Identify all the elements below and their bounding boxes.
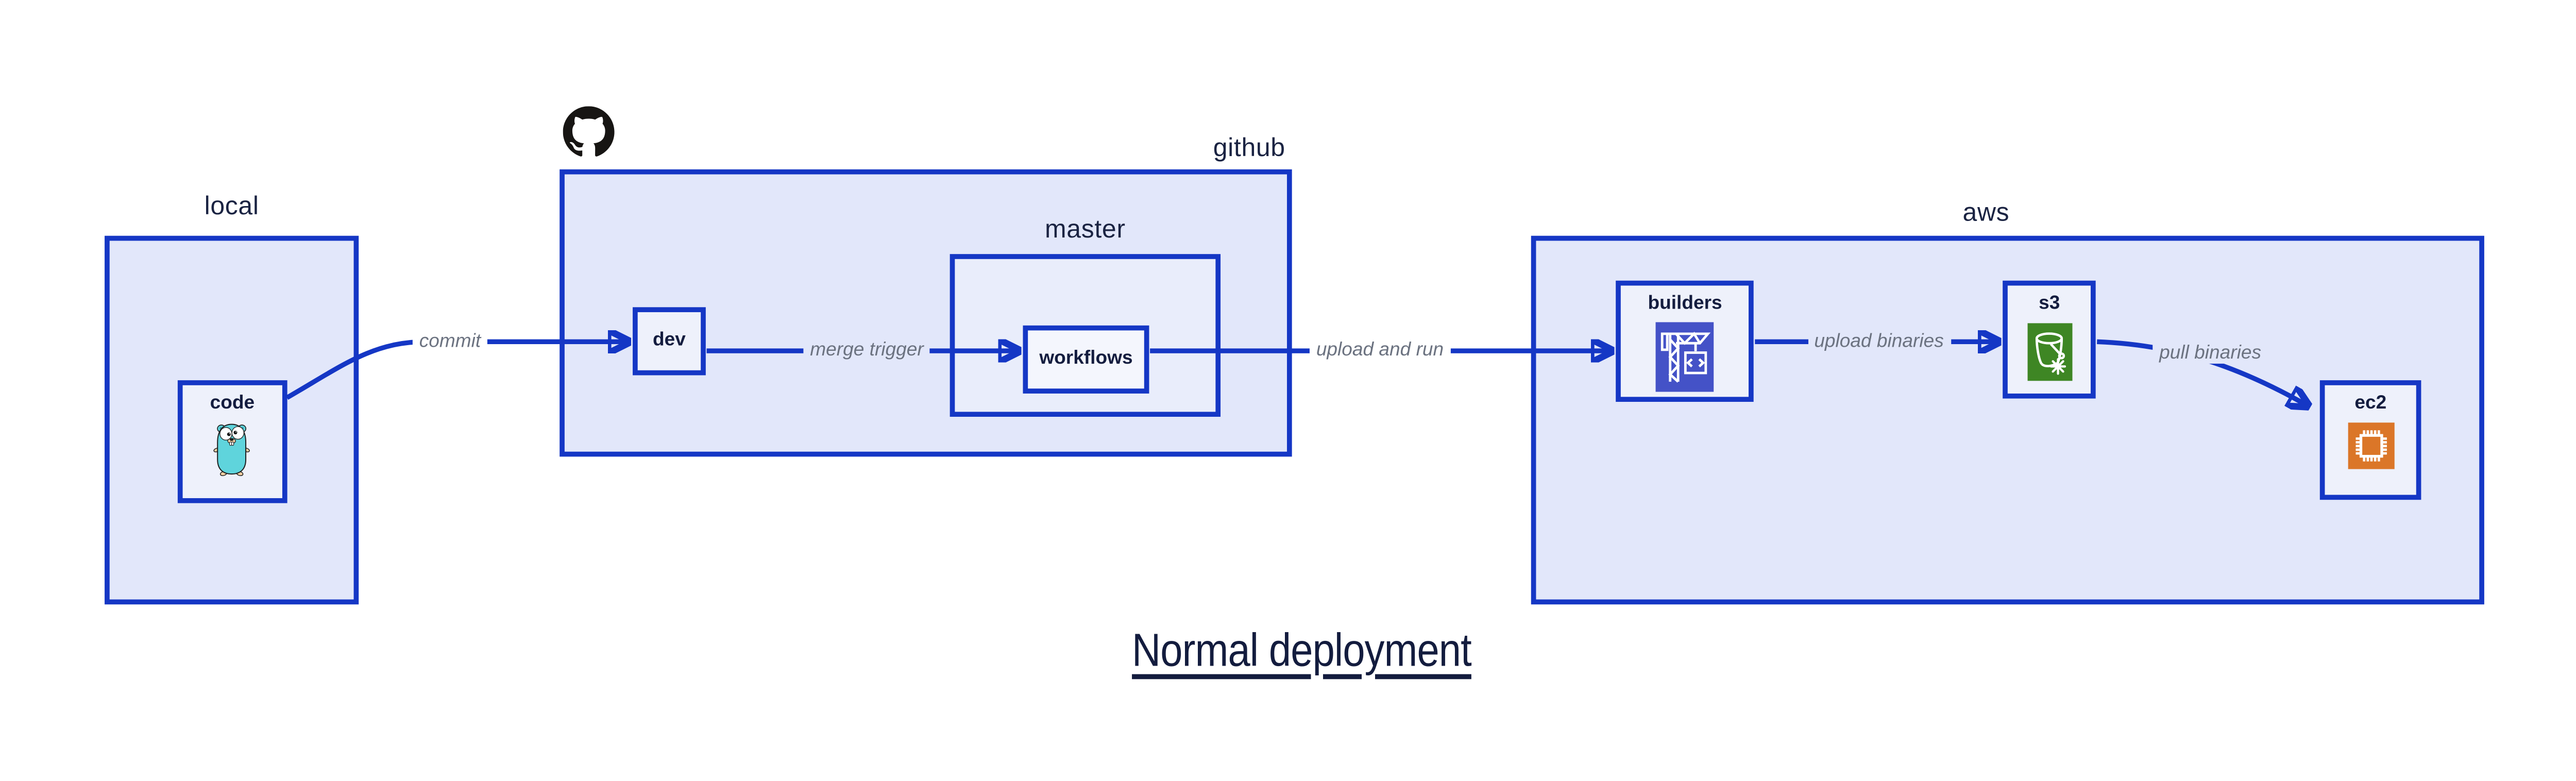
edge-label-pull-binaries: pull binaries [2153,344,2268,364]
node-s3-label: s3 [2039,293,2060,313]
node-ec2: ec2 [2319,380,2422,500]
node-s3: s3 [2003,280,2096,398]
container-title-master: master [1045,216,1126,244]
go-gopher-icon [214,424,251,477]
node-workflows-label: workflows [1039,348,1133,368]
edge-label-merge-trigger: merge trigger [803,341,930,361]
diagram-caption-text: Normal deployment [1132,624,1472,676]
node-workflows: workflows [1023,325,1149,393]
node-builders: builders [1616,280,1754,402]
aws-codebuild-crane-icon [1656,322,1714,392]
edge-label-commit: commit [412,331,488,352]
node-code-label: code [210,394,255,414]
github-octocat-logo [562,106,614,157]
edge-label-upload-and-run: upload and run [1309,341,1451,361]
aws-ec2-chip-icon [2347,422,2394,469]
aws-s3-bucket-icon [2027,322,2072,380]
diagram-caption: Normal deployment [0,624,2576,677]
node-dev: dev [633,306,706,375]
node-ec2-label: ec2 [2354,393,2387,414]
node-code: code [177,381,287,503]
node-dev-label: dev [652,330,686,350]
container-title-github: github [1213,134,1285,163]
container-title-local: local [204,192,259,221]
node-builders-label: builders [1648,294,1722,314]
edge-label-upload-binaries: upload binaries [1807,331,1951,352]
container-title-aws: aws [1962,199,2010,228]
